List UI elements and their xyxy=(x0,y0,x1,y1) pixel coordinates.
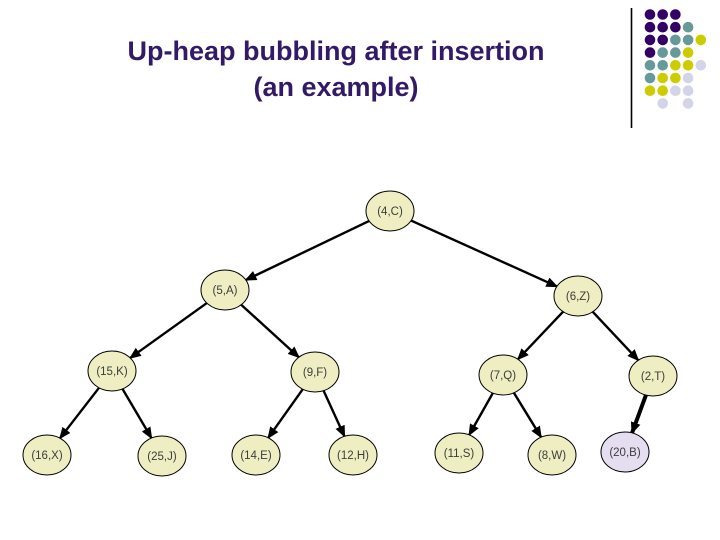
tree-edge-6Z-2T xyxy=(591,310,640,362)
tree-node-label: (20,B) xyxy=(609,447,640,459)
tree-node-25J: (25,J) xyxy=(137,435,187,477)
tree-edge-2T-20B xyxy=(630,394,648,435)
tree-node-8W: (8,W) xyxy=(527,434,577,476)
tree-node-circle xyxy=(290,351,340,393)
tree-node-circle xyxy=(231,434,281,476)
decoration-dot xyxy=(695,60,707,71)
decoration-dots xyxy=(630,8,707,128)
decoration-dot xyxy=(644,34,656,46)
tree-node-circle xyxy=(600,431,650,473)
decoration-dot xyxy=(670,47,681,58)
tree-node-label: (15,K) xyxy=(96,366,127,378)
tree-node-5A: (5,A) xyxy=(200,269,250,311)
tree-node-label: (11,S) xyxy=(444,448,475,460)
tree-node-label: (4,C) xyxy=(377,206,403,218)
tree-edge-6Z-7Q xyxy=(516,310,564,361)
decoration-dot xyxy=(657,47,668,58)
tree-edge-7Q-11S xyxy=(468,392,494,437)
tree-node-circle xyxy=(137,435,187,477)
tree-node-20B: (20,B) xyxy=(600,431,650,473)
tree-node-label: (16,X) xyxy=(31,450,62,462)
decoration-dot xyxy=(670,72,681,84)
slide-title-line1: Up-heap bubbling after insertion xyxy=(127,36,545,66)
tree-node-label: (9,F) xyxy=(303,367,327,379)
decoration-dot xyxy=(644,60,656,71)
tree-node-label: (2,T) xyxy=(641,371,665,383)
decoration-dot xyxy=(670,60,681,71)
tree-node-circle xyxy=(328,434,378,476)
tree-edge-15K-25J xyxy=(121,388,153,440)
tree-node-label: (25,J) xyxy=(147,451,177,463)
slide-title: Up-heap bubbling after insertion (an exa… xyxy=(40,34,632,105)
tree-edge-9F-12H xyxy=(322,390,346,438)
tree-node-label: (8,W) xyxy=(538,450,566,462)
decoration-dot xyxy=(682,21,694,33)
tree-node-circle xyxy=(478,354,528,396)
tree-node-label: (6,Z) xyxy=(566,291,590,303)
tree-edge-7Q-8W xyxy=(512,392,543,439)
tree-edge-4C-6Z xyxy=(410,219,559,288)
tree-edge-9F-14E xyxy=(267,388,304,440)
decoration-dot xyxy=(644,85,656,96)
decoration-dot xyxy=(682,72,694,84)
tree-node-circle xyxy=(434,432,484,474)
tree-node-circle xyxy=(87,350,137,392)
decoration-dot xyxy=(644,9,656,20)
decoration-dot xyxy=(670,21,681,33)
decoration-dot xyxy=(682,85,694,96)
decoration-dot xyxy=(657,98,668,109)
decoration-dot xyxy=(657,34,668,46)
tree-node-16X: (16,X) xyxy=(22,434,72,476)
tree-node-circle xyxy=(527,434,577,476)
decoration-dot xyxy=(657,60,668,71)
tree-edge-15K-16X xyxy=(59,387,100,440)
tree-node-11S: (11,S) xyxy=(434,432,484,474)
decoration-dot xyxy=(695,34,707,46)
tree-edge-5A-9F xyxy=(240,303,300,359)
decoration-dot xyxy=(644,21,656,33)
tree-node-circle xyxy=(553,275,603,317)
tree-node-4C: (4,C) xyxy=(365,190,415,232)
decoration-dot xyxy=(682,98,694,109)
decoration-dot xyxy=(644,47,656,58)
tree-node-label: (5,A) xyxy=(213,285,238,297)
tree-node-circle xyxy=(200,269,250,311)
tree-node-7Q: (7,Q) xyxy=(478,354,528,396)
decoration-dot xyxy=(657,21,668,33)
decoration-dot xyxy=(682,34,694,46)
tree-node-15K: (15,K) xyxy=(87,350,137,392)
tree-node-circle xyxy=(365,190,415,232)
decoration-dot xyxy=(657,72,668,84)
slide-title-line2: (an example) xyxy=(253,71,419,102)
tree-node-label: (14,E) xyxy=(240,450,271,462)
decoration-dot xyxy=(682,47,694,58)
tree-node-9F: (9,F) xyxy=(290,351,340,393)
decoration-dot xyxy=(644,72,656,84)
decoration-dot xyxy=(682,60,694,71)
decoration-dot xyxy=(657,9,668,20)
decoration-dot xyxy=(657,85,668,96)
decoration-dot xyxy=(670,85,681,96)
tree-node-circle xyxy=(22,434,72,476)
tree-edge-5A-15K xyxy=(128,302,208,359)
tree-node-12H: (12,H) xyxy=(328,434,378,476)
tree-node-circle xyxy=(628,355,678,397)
tree-node-label: (7,Q) xyxy=(490,370,516,382)
tree-node-6Z: (6,Z) xyxy=(553,275,603,317)
tree-node-label: (12,H) xyxy=(337,450,369,462)
tree-node-14E: (14,E) xyxy=(231,434,281,476)
tree-edge-4C-5A xyxy=(244,219,370,282)
tree-node-2T: (2,T) xyxy=(628,355,678,397)
decoration-dot xyxy=(670,34,681,46)
decoration-dot xyxy=(670,9,681,20)
